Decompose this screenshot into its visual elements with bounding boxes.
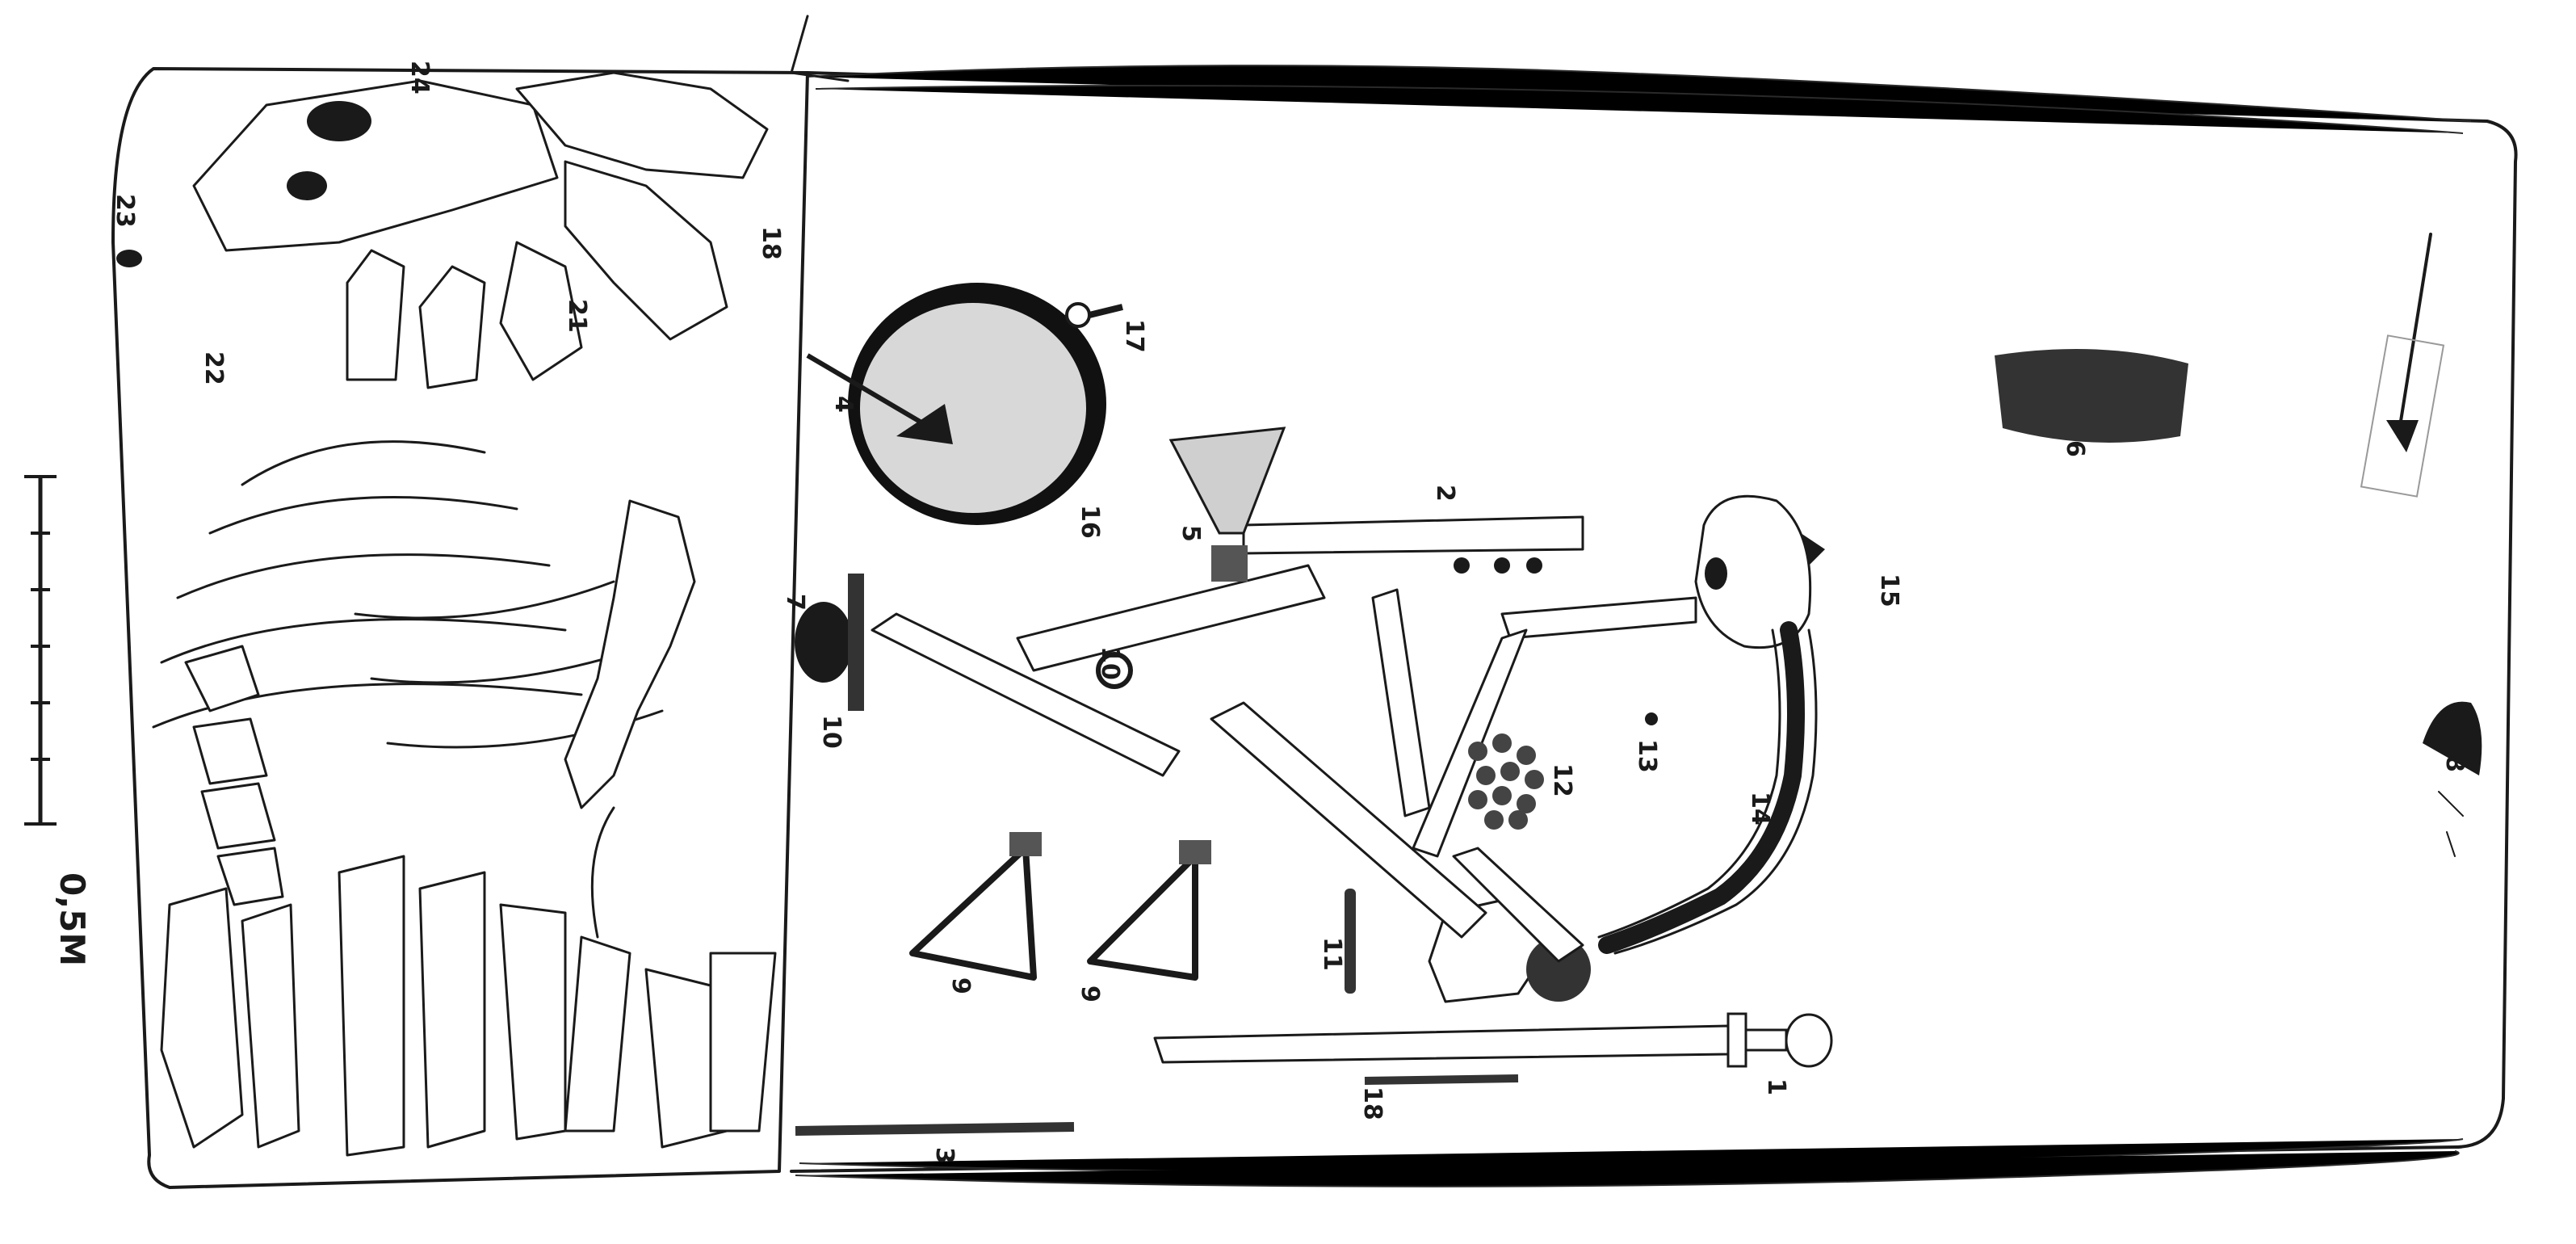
label-game-pieces: 12 bbox=[1548, 763, 1576, 797]
human-skeleton bbox=[1210, 494, 1818, 1003]
north-arrow bbox=[2360, 233, 2445, 498]
find-bar-lower bbox=[795, 1122, 1075, 1136]
human-skull bbox=[1694, 494, 1812, 649]
label-sword: 1 bbox=[1762, 1078, 1790, 1095]
find-key bbox=[1065, 302, 1123, 328]
horse-skeleton bbox=[152, 71, 777, 1157]
find-axe bbox=[1168, 427, 1286, 582]
label-axe: 5 bbox=[1177, 525, 1205, 542]
find-boss-right bbox=[2423, 701, 2482, 857]
label-horse-area: 22 bbox=[199, 351, 228, 385]
find-game-pieces bbox=[1468, 733, 1544, 830]
label-bead: 13 bbox=[1633, 739, 1661, 773]
find-ring bbox=[1096, 652, 1133, 689]
label-bar-under-sword: 18 bbox=[1358, 1086, 1387, 1120]
find-skull-object bbox=[1801, 533, 1825, 565]
find-knife bbox=[1242, 515, 1584, 574]
label-stirrup-b: 9 bbox=[1076, 986, 1104, 1002]
label-comb: 6 bbox=[2061, 440, 2089, 457]
label-horse-neck: 18 bbox=[757, 226, 785, 260]
find-small-bar bbox=[1345, 889, 1356, 994]
label-bowl: 16 bbox=[1076, 505, 1104, 539]
label-boss-right: 8 bbox=[2440, 755, 2469, 772]
label-oval-object: 23 bbox=[111, 194, 139, 228]
scale-label: 0,5M bbox=[52, 872, 92, 966]
label-horse-shoulder: 21 bbox=[563, 299, 591, 333]
label-stirrup-a: 9 bbox=[946, 977, 975, 994]
find-stirrup-a bbox=[909, 832, 1042, 981]
horse-skull bbox=[192, 79, 559, 252]
label-key: 17 bbox=[1120, 319, 1148, 353]
label-bowl-spike: 4 bbox=[829, 396, 858, 413]
find-stirrup-b bbox=[1087, 840, 1211, 981]
label-bit: 10 bbox=[817, 715, 845, 749]
label-ring: 10 bbox=[1096, 646, 1124, 680]
find-bead bbox=[1645, 712, 1658, 725]
label-shield-boss: 7 bbox=[781, 594, 809, 611]
label-knife: 2 bbox=[1431, 485, 1459, 502]
find-labels: 1 2 3 4 5 6 7 8 9 9 10 10 11 12 13 14 15… bbox=[111, 61, 2469, 1164]
find-sword bbox=[1153, 1012, 1833, 1068]
label-skull-object: 15 bbox=[1875, 574, 1903, 607]
label-bar-lower: 3 bbox=[930, 1147, 959, 1164]
label-horse-skull: 24 bbox=[405, 61, 434, 95]
horse-chamber-outline bbox=[111, 15, 850, 1189]
scale-bar: 0,5M bbox=[24, 475, 92, 966]
grave-pit-outline bbox=[790, 65, 2518, 1187]
find-bowl bbox=[806, 283, 1106, 525]
find-shield-boss bbox=[795, 574, 864, 711]
find-oval-object bbox=[116, 250, 142, 267]
loose-long-bones bbox=[871, 564, 1326, 777]
find-comb bbox=[1995, 349, 2188, 443]
label-spine-object: 14 bbox=[1746, 792, 1774, 826]
find-bar-under-sword bbox=[1364, 1074, 1519, 1085]
label-small-bar: 11 bbox=[1318, 937, 1346, 971]
